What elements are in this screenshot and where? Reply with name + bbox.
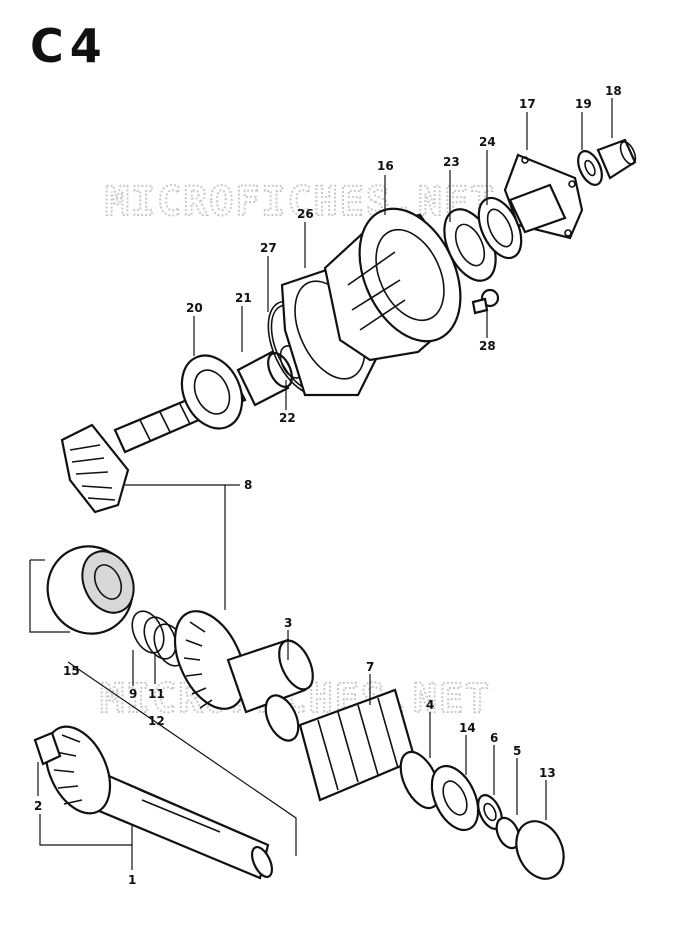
spring-7-part (298, 688, 417, 802)
callout-21: 21 (235, 291, 252, 305)
page-code-label: C4 (30, 19, 108, 73)
callout-19: 19 (575, 97, 592, 111)
callout-20: 20 (186, 301, 203, 315)
ring-gear-8-part (173, 610, 247, 710)
callout-22: 22 (279, 411, 296, 425)
washer-19-part (577, 150, 603, 186)
collar-21-part (236, 350, 293, 407)
callout-27: 27 (260, 241, 277, 255)
callout-5: 5 (513, 744, 521, 758)
callout-3: 3 (284, 616, 292, 630)
nut-18-part (596, 138, 637, 180)
callout-13: 13 (539, 766, 556, 780)
bevel-pinion-gear-part (60, 423, 130, 514)
callout-4: 4 (426, 698, 434, 712)
callout-8: 8 (244, 478, 252, 492)
callout-15: 15 (63, 664, 80, 678)
shim-11-part (143, 616, 177, 660)
nut-5-part (495, 816, 521, 850)
callout-23: 23 (443, 155, 460, 169)
callout-28: 28 (479, 339, 496, 353)
bolt-28-part (471, 288, 500, 315)
sleeve-3-part (226, 638, 314, 742)
callout-9: 9 (129, 687, 137, 701)
bearing-14-part (430, 764, 480, 832)
callout-24: 24 (479, 135, 496, 149)
callout-14: 14 (459, 721, 476, 735)
callout-1: 1 (128, 873, 136, 887)
callout-11: 11 (148, 687, 165, 701)
callout-2: 2 (34, 799, 42, 813)
output-shaft-1-part (90, 768, 274, 880)
callout-7: 7 (366, 660, 374, 674)
callout-26: 26 (297, 207, 314, 221)
callout-17: 17 (519, 97, 536, 111)
callout-16: 16 (377, 159, 394, 173)
bearing-20-part (180, 354, 244, 430)
cap-13-part (515, 820, 565, 880)
flange-17-part (503, 153, 584, 240)
callout-6: 6 (490, 731, 498, 745)
callout-12: 12 (148, 714, 165, 728)
leader-lines (29, 98, 613, 870)
callout-18: 18 (605, 84, 622, 98)
watermark-top: MICROFICHES.NET (105, 179, 496, 225)
bearing-15-part (46, 545, 135, 635)
drive-gear-2-part (33, 725, 112, 815)
